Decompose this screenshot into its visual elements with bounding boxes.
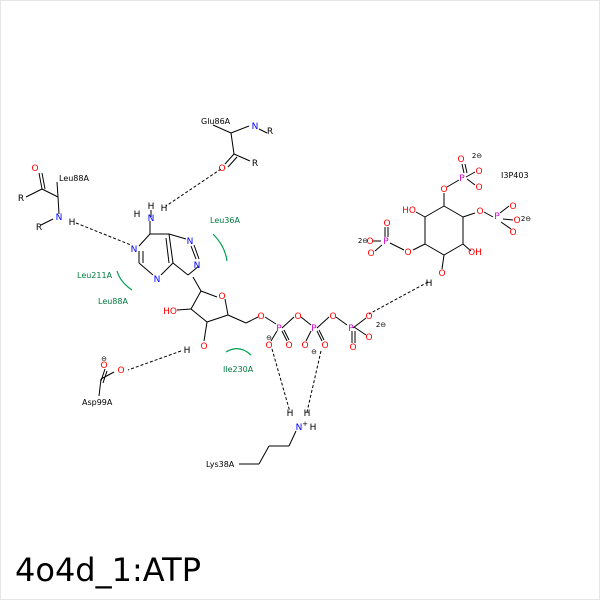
atom-r: R: [267, 127, 273, 137]
charge-two-minus: 2⊖: [472, 152, 482, 160]
charge-minus: ⊖: [311, 348, 317, 356]
charge-two-minus: 2⊖: [376, 321, 386, 329]
atom-o: O: [218, 292, 225, 302]
atom-p: P: [311, 324, 317, 334]
atom-p: P: [276, 324, 282, 334]
atom-o: O: [100, 361, 107, 371]
atom-o: O: [383, 219, 390, 229]
leu211-arc: [116, 270, 133, 291]
atom-r: R: [18, 194, 24, 204]
atom-n: N: [187, 237, 194, 247]
figure-title: 4o4d_1:ATP: [15, 551, 201, 589]
atom-o: O: [200, 342, 207, 352]
charge-two-minus: 2⊖: [358, 237, 368, 245]
atom-n: N: [252, 122, 259, 132]
atom-h: H: [69, 218, 76, 228]
leu36-arc: [212, 233, 228, 262]
atom-n: N: [56, 213, 63, 223]
atom-n: N: [194, 261, 201, 271]
residue-label-glu86: Glu86A: [201, 117, 231, 126]
residue-label-ile230: Ile230A: [223, 365, 254, 374]
atom-o: O: [404, 248, 411, 258]
charge-minus: ⊖: [266, 334, 272, 342]
atom-p: P: [459, 174, 465, 184]
residue-label-leu88-bottom: Leu88A: [98, 297, 128, 306]
atom-ho: HO: [163, 307, 177, 317]
atom-o: O: [440, 185, 447, 195]
atom-o: O: [457, 155, 464, 165]
residue-labels: Glu86A Leu88A Leu36A Leu211A Leu88A Ile2…: [59, 117, 529, 469]
atom-h: H: [148, 202, 155, 212]
atom-n: N: [148, 214, 155, 224]
atom-p: P: [494, 212, 500, 222]
residue-label-asp99: Asp99A: [82, 398, 113, 407]
atom-o: O: [349, 343, 356, 353]
atom-o: O: [509, 228, 516, 238]
atom-o: O: [31, 164, 38, 174]
bonds: [25, 124, 514, 465]
charge-minus: ⊖: [101, 355, 107, 363]
atom-o: O: [265, 341, 272, 351]
atom-o: O: [117, 366, 124, 376]
atom-h: H: [304, 409, 311, 419]
atom-h: H: [310, 423, 317, 433]
atom-h: H: [161, 204, 168, 214]
atom-n: N: [296, 423, 303, 433]
atom-o: O: [475, 167, 482, 177]
atom-n: N: [154, 275, 161, 285]
hydrophobic-contacts: [116, 233, 252, 356]
atom-r: R: [36, 223, 42, 233]
atom-h: H: [287, 409, 294, 419]
hydrogen-bonds: [75, 168, 429, 413]
atom-o: O: [365, 333, 372, 343]
atom-p: P: [383, 237, 389, 247]
atom-o: O: [367, 249, 374, 259]
atom-o: O: [476, 207, 483, 217]
atom-p: P: [348, 324, 354, 334]
charge-plus: +: [302, 420, 308, 428]
atom-o: O: [366, 237, 373, 247]
charge-two-minus: 2⊖: [521, 215, 531, 223]
atom-h: H: [426, 279, 433, 289]
residue-label-leu211: Leu211A: [77, 271, 113, 280]
atom-h: H: [134, 210, 141, 220]
ligand-label-i3p: I3P403: [501, 171, 529, 180]
atom-o: O: [475, 183, 482, 193]
atom-o: O: [329, 312, 336, 322]
atom-o: O: [509, 202, 516, 212]
atom-o: O: [365, 312, 372, 322]
atom-h: H: [184, 346, 191, 356]
atom-o: O: [294, 312, 301, 322]
atom-o: O: [513, 216, 520, 226]
atom-labels: N R R O O R N H R H H N H N N N N O HO O…: [18, 122, 521, 433]
ile230-arc: [225, 348, 252, 356]
residue-label-leu36: Leu36A: [210, 216, 240, 225]
residue-label-leu88-top: Leu88A: [59, 174, 89, 183]
atom-n: N: [131, 245, 138, 255]
atom-ho: HO: [402, 206, 416, 216]
atom-oh: OH: [468, 248, 482, 258]
atom-o: O: [257, 312, 264, 322]
atom-o: O: [438, 269, 445, 279]
atom-r: R: [252, 159, 258, 169]
atom-o: O: [285, 341, 292, 351]
atom-o: O: [321, 341, 328, 351]
charges: ⊖ ⊖ 2⊖ ⊖ + 2⊖ 2⊖ 2⊖: [101, 152, 531, 428]
atom-o: O: [301, 341, 308, 351]
residue-label-lys38: Lys38A: [206, 460, 235, 469]
atom-o: O: [218, 164, 225, 174]
